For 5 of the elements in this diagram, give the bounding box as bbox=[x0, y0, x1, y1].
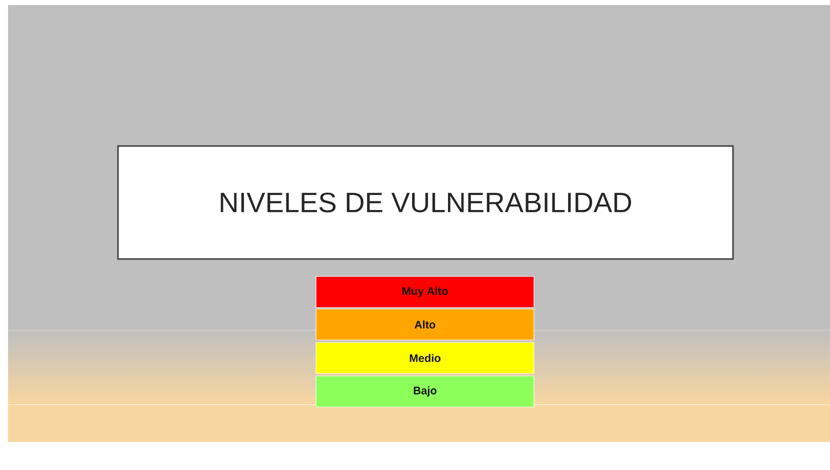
level-band: Muy Alto bbox=[316, 276, 534, 308]
level-band: Bajo bbox=[316, 376, 534, 408]
title-box: NIVELES DE VULNERABILIDAD bbox=[117, 145, 734, 260]
level-band: Medio bbox=[316, 342, 534, 374]
level-band: Alto bbox=[316, 308, 534, 340]
